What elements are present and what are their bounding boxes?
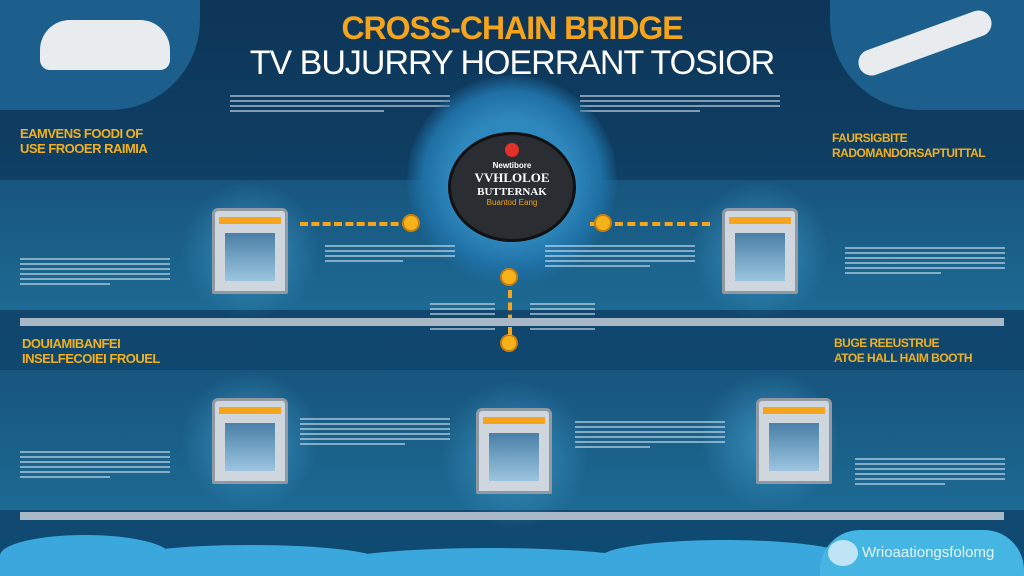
- flow-arrow-vertical: [508, 290, 512, 335]
- center-text-right: [530, 300, 595, 333]
- section-text-1b: [325, 242, 455, 265]
- badge-small-text: Newtibore: [492, 161, 532, 170]
- page-title: CROSS-CHAIN BRIDGE: [341, 10, 683, 46]
- cloud: [600, 540, 850, 576]
- section-text-2: [845, 244, 1005, 277]
- badge-logo-icon: [505, 143, 519, 157]
- section-text-4: [855, 455, 1005, 488]
- cloud: [120, 545, 380, 576]
- drone-left-icon: [40, 20, 170, 70]
- badge-tag: Buantod Eang: [486, 198, 538, 207]
- token-icon: [500, 268, 518, 286]
- section-text-4b: [575, 418, 725, 451]
- center-badge: Newtibore VVHLOLOE BUTTERNAK Buantod Ean…: [448, 132, 576, 242]
- station-kiosk-2: [722, 208, 798, 294]
- token-icon: [402, 214, 420, 232]
- station-kiosk-1: [212, 208, 288, 294]
- section-text-1: [20, 255, 170, 288]
- badge-line1: VVHLOLOE: [474, 170, 550, 185]
- center-text-left: [430, 300, 495, 333]
- token-icon: [500, 334, 518, 352]
- footer-logo-icon: [828, 540, 858, 566]
- flow-arrow: [590, 222, 710, 226]
- footer-brand: Wrioaationgsfolomg: [862, 544, 995, 561]
- bridge-deck-upper: [20, 318, 1004, 326]
- badge-line2: BUTTERNAK: [477, 186, 547, 198]
- section-text-3: [20, 448, 170, 481]
- intro-text-right: [580, 92, 780, 115]
- flow-arrow: [300, 222, 410, 226]
- bridge-deck-lower: [20, 512, 1004, 520]
- section-text-2b: [545, 242, 695, 270]
- cloud: [340, 548, 640, 576]
- section-text-3b: [300, 415, 450, 448]
- intro-text-left: [230, 92, 450, 115]
- station-kiosk-center: [476, 408, 552, 494]
- station-kiosk-4: [756, 398, 832, 484]
- token-icon: [594, 214, 612, 232]
- station-kiosk-3: [212, 398, 288, 484]
